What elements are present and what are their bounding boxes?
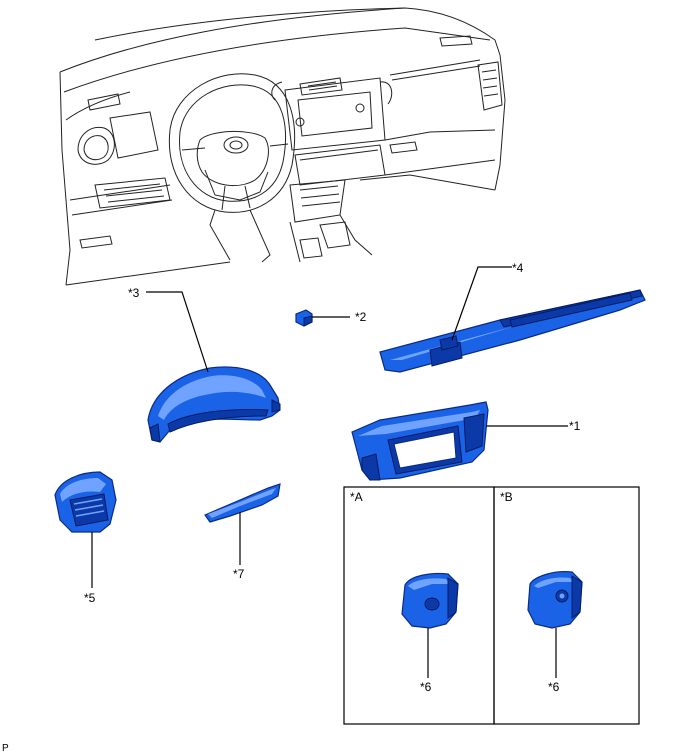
box-label-b: *B [500, 490, 513, 504]
callout-6-b: *6 [548, 680, 560, 694]
part-meter-hood [147, 366, 281, 443]
callout-2: *2 [355, 310, 367, 324]
callout-1: *1 [569, 419, 581, 433]
part-left-vent-switch [54, 471, 117, 533]
variant-boxes [343, 486, 640, 725]
part-small-garnish [204, 483, 281, 523]
part-switch-base-a [401, 572, 459, 629]
part-clip [295, 309, 313, 327]
box-label-a: *A [350, 490, 363, 504]
dashboard-illustration [59, 7, 506, 286]
part-switch-base-b [527, 571, 583, 629]
callout-5: *5 [84, 591, 96, 605]
callout-3: *3 [128, 286, 140, 300]
part-center-cluster-panel [351, 401, 489, 481]
callout-7: *7 [233, 567, 245, 581]
part-garnish-panel [379, 289, 646, 373]
callout-4: *4 [512, 261, 524, 275]
footer-code: P [2, 743, 9, 754]
leader-lines [91, 266, 568, 678]
callout-6-a: *6 [420, 680, 432, 694]
